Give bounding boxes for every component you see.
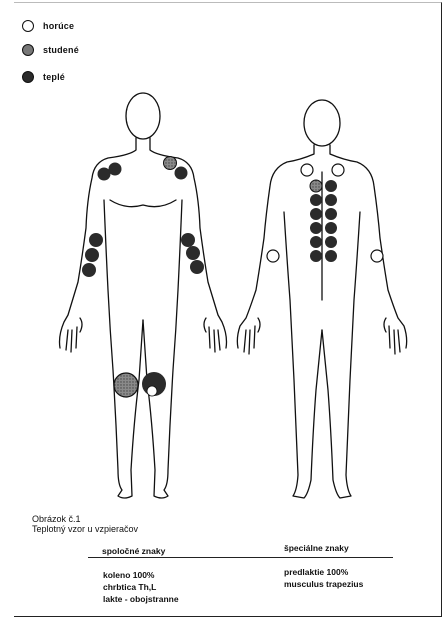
figure-title: Teplotný vzor u vzpieračov	[32, 524, 138, 534]
figure-number: Obrázok č.1	[32, 514, 81, 524]
front-right-elbow-spot-3	[190, 260, 204, 274]
spine-spot-l1	[310, 180, 322, 192]
spine-spot-r4	[325, 222, 337, 234]
spine-spot-l3	[310, 208, 322, 220]
special-sign-item: predlaktie 100%	[284, 567, 348, 578]
back-left-elbow-spot	[267, 250, 279, 262]
spine-spot-r5	[325, 236, 337, 248]
spine-spot-l4	[310, 222, 322, 234]
back-spine-spots	[310, 180, 337, 268]
front-elbow-spots	[82, 233, 204, 277]
common-sign-item: lakte - obojstranne	[103, 594, 179, 605]
front-right-knee-hot-spot	[147, 386, 157, 396]
front-left-elbow-spot-2	[85, 248, 99, 262]
common-sign-item: koleno 100%	[103, 570, 155, 581]
spine-spot-r3	[325, 208, 337, 220]
back-body-outline	[237, 100, 406, 498]
front-shoulder-spots	[98, 157, 188, 181]
front-right-elbow-spot-2	[186, 246, 200, 260]
front-right-shoulder-spot-1	[164, 157, 177, 170]
front-left-knee-spot	[114, 373, 138, 397]
spine-spot-r2	[325, 194, 337, 206]
front-left-elbow-spot-1	[89, 233, 103, 247]
common-sign-item: chrbtica Th,L	[103, 582, 156, 593]
table-divider	[88, 557, 393, 558]
special-signs-heading: špeciálne znaky	[284, 543, 349, 553]
special-sign-item: musculus trapezius	[284, 579, 363, 590]
common-signs-heading: spoločné znaky	[102, 546, 165, 556]
spine-spot-r1	[325, 180, 337, 192]
front-left-elbow-spot-3	[82, 263, 96, 277]
back-left-shoulder-spot	[301, 164, 313, 176]
spine-spot-l2	[310, 194, 322, 206]
front-left-shoulder-spot-2	[109, 163, 122, 176]
back-right-shoulder-spot	[332, 164, 344, 176]
back-right-elbow-spot	[371, 250, 383, 262]
spine-spot-l5	[310, 236, 322, 248]
front-knee-spots	[114, 372, 166, 397]
front-right-shoulder-spot-2	[175, 167, 188, 180]
front-body-outline	[60, 93, 227, 498]
front-right-elbow-spot-1	[181, 233, 195, 247]
spine-spot-r6	[325, 250, 337, 262]
